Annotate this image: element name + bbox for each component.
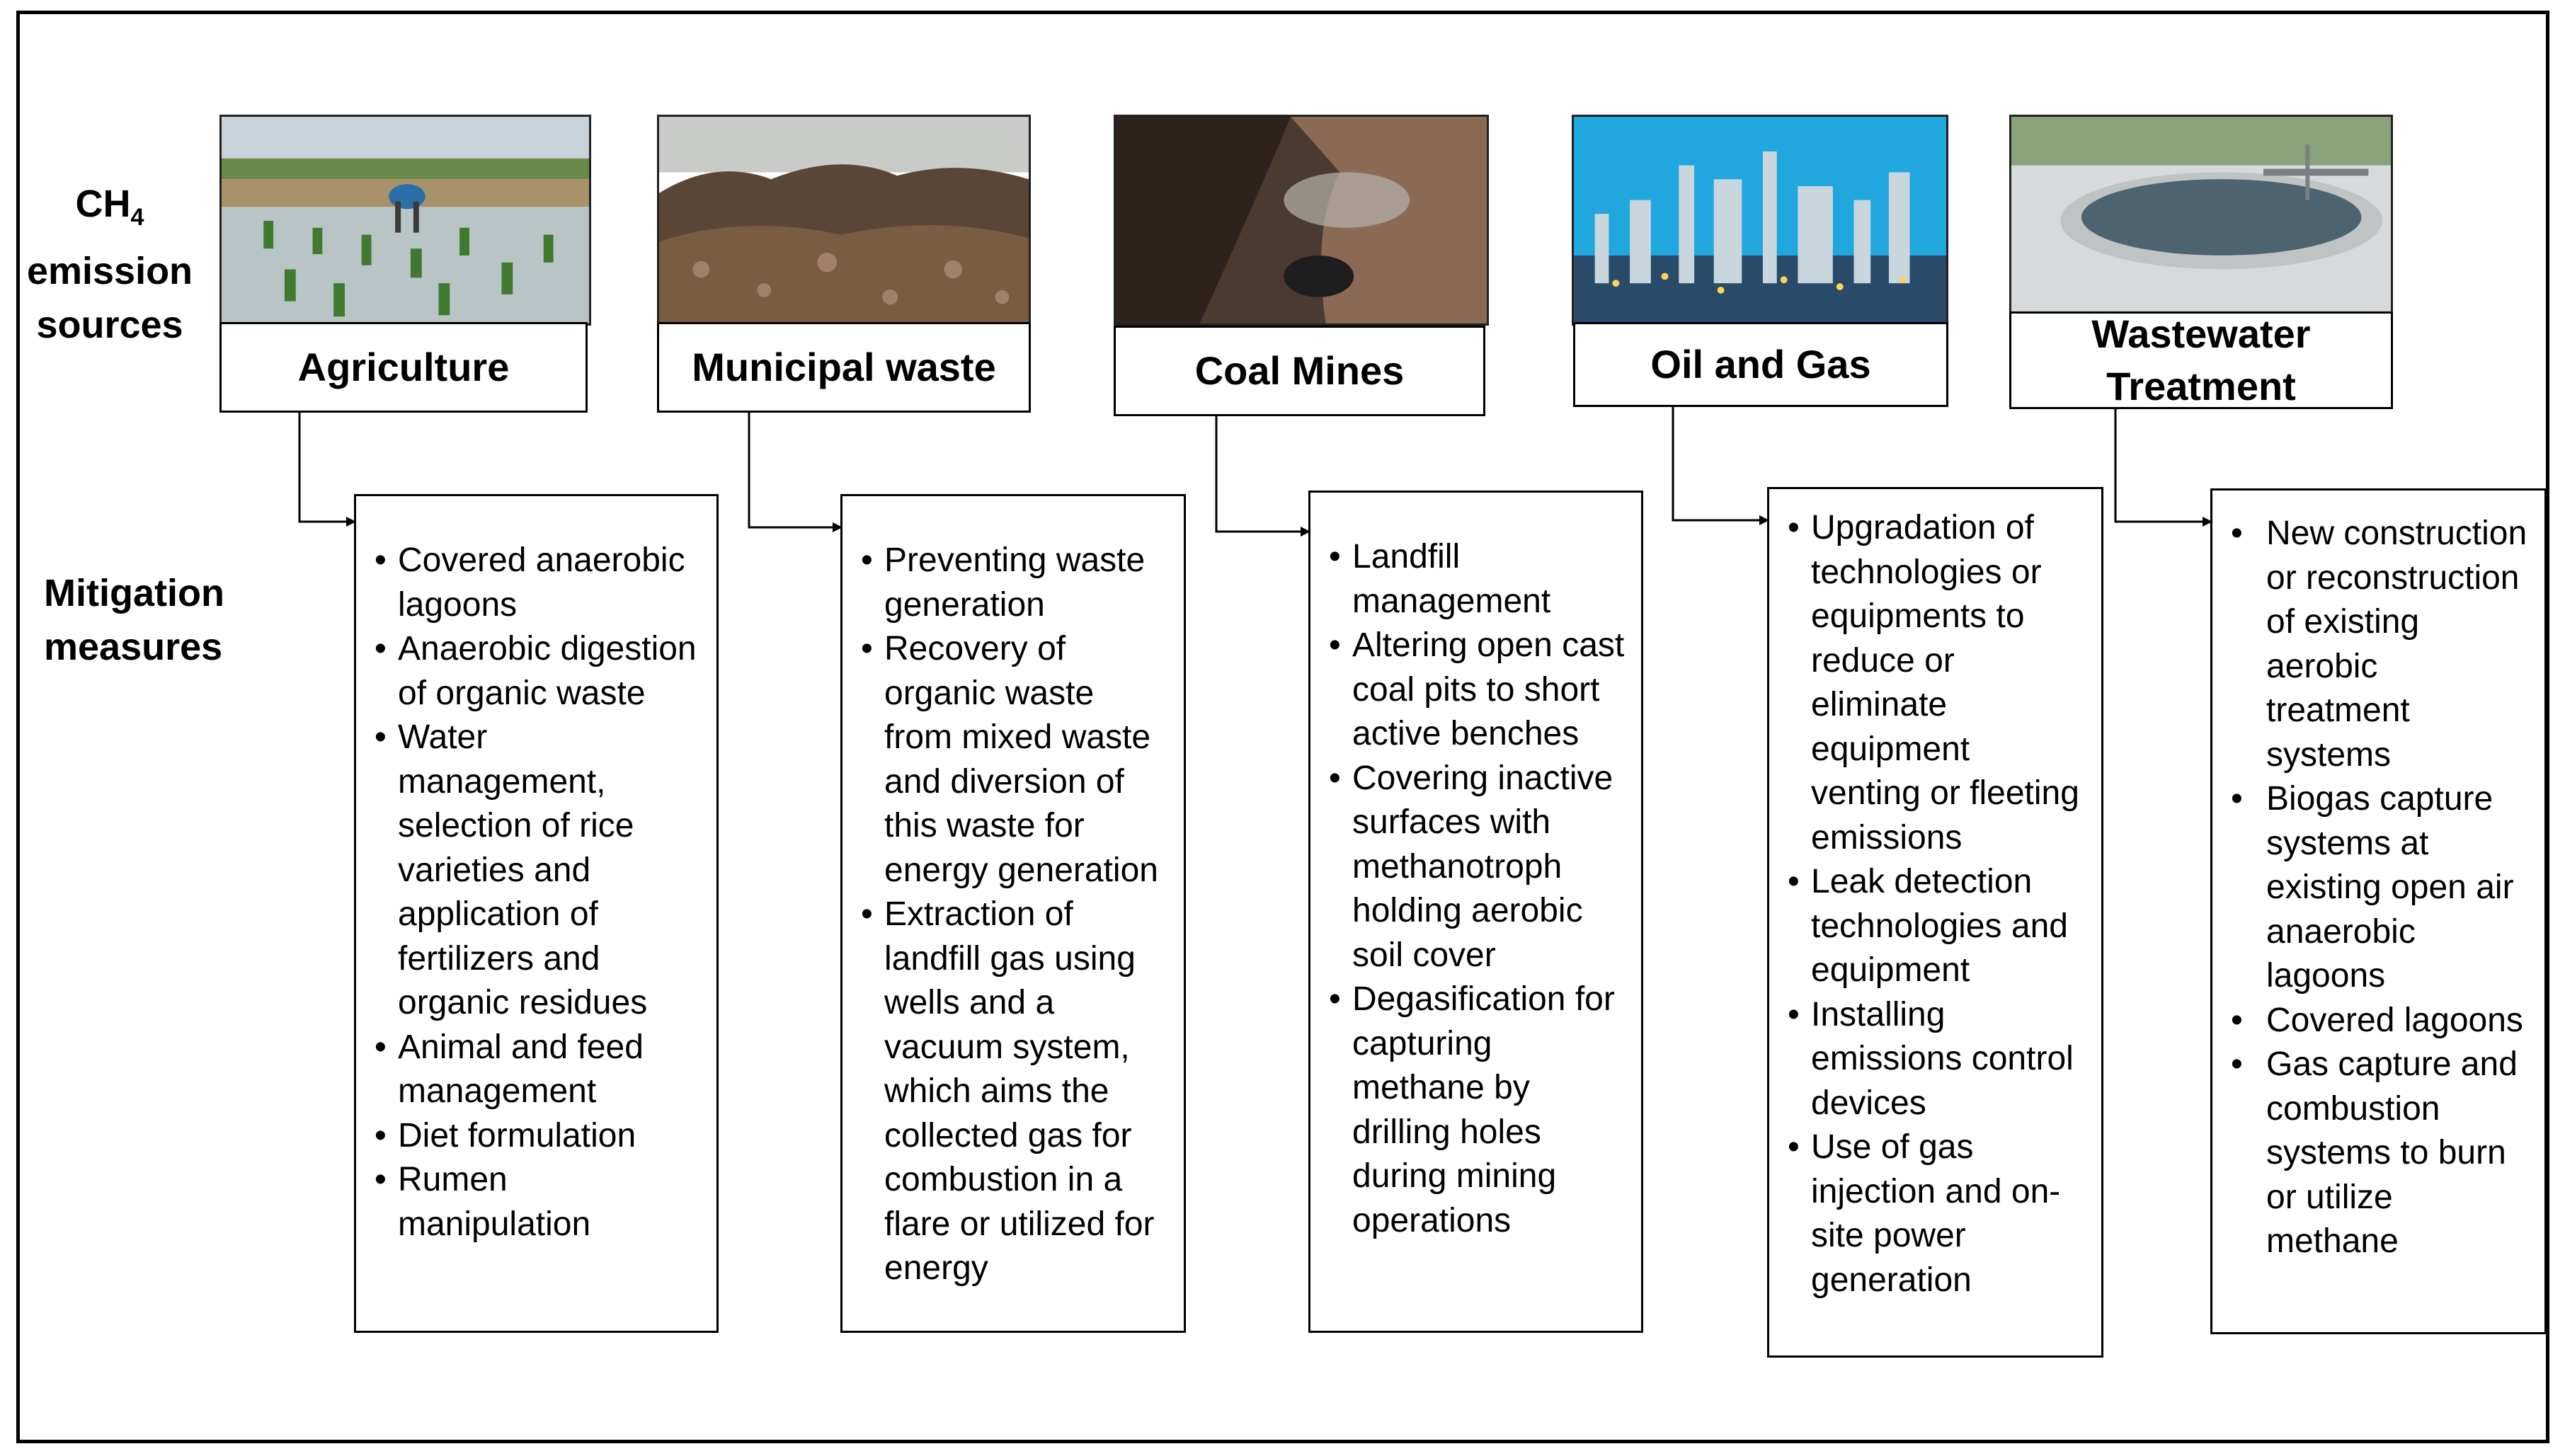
measure-item: Leak detection technologies and equipmen…: [1788, 860, 2087, 993]
measure-item: Covered lagoons: [2231, 999, 2530, 1043]
rice-paddy-photo: [219, 115, 591, 326]
source-title-coal-mines: Coal Mines: [1114, 326, 1485, 416]
measure-item: Diet formulation: [375, 1114, 702, 1159]
source-title-municipal-waste: Municipal waste: [657, 322, 1031, 413]
refinery-photo: [1572, 115, 1948, 326]
measure-item: Preventing waste generation: [861, 539, 1170, 627]
source-title-agriculture: Agriculture: [219, 322, 588, 413]
measure-item: Recovery of organic waste from mixed was…: [861, 627, 1170, 893]
measure-item: Installing emissions control devices: [1788, 993, 2087, 1126]
treatment-tank-photo: [2009, 115, 2393, 316]
measure-item: Degasification for capturing methane by …: [1329, 978, 1627, 1243]
source-title-oil-and-gas: Oil and Gas: [1573, 322, 1948, 407]
measure-item: Anaerobic digestion of organic waste: [375, 627, 702, 716]
measure-item: Rumen manipulation: [375, 1158, 702, 1246]
source-title-wastewater-treatment: Wastewater Treatment: [2009, 311, 2393, 409]
measures-box-coal-mines: Landfill management Altering open cast c…: [1308, 491, 1643, 1333]
figure-frame: [16, 11, 2549, 1443]
emission-sources-label: CH4 emission sources: [26, 183, 193, 346]
measure-item: Biogas capture systems at existing open …: [2231, 777, 2530, 999]
coal-mine-photo: [1114, 115, 1489, 326]
measure-item: Covering inactive surfaces with methanot…: [1329, 757, 1627, 978]
measure-item: Gas capture and combustion systems to bu…: [2231, 1043, 2530, 1264]
measure-item: Extraction of landfill gas using wells a…: [861, 893, 1170, 1291]
measure-item: Covered anaerobic lagoons: [375, 539, 702, 627]
measure-item: New construction or reconstruction of ex…: [2231, 512, 2530, 777]
landfill-waste-photo: [657, 115, 1031, 326]
measure-item: Upgradation of technologies or equipment…: [1788, 506, 2087, 860]
measure-item: Animal and feed management: [375, 1026, 702, 1114]
measure-item: Altering open cast coal pits to short ac…: [1329, 624, 1627, 757]
measure-item: Water management, selection of rice vari…: [375, 716, 702, 1026]
measures-box-municipal-waste: Preventing waste generation Recovery of …: [840, 494, 1186, 1333]
mitigation-measures-label: Mitigation measures: [44, 572, 224, 668]
measures-box-oil-and-gas: Upgradation of technologies or equipment…: [1767, 487, 2103, 1358]
measure-item: Landfill management: [1329, 535, 1627, 624]
measures-box-wastewater-treatment: New construction or reconstruction of ex…: [2210, 488, 2547, 1334]
measures-box-agriculture: Covered anaerobic lagoons Anaerobic dige…: [354, 494, 719, 1333]
measure-item: Use of gas injection and on-site power g…: [1788, 1125, 2087, 1302]
